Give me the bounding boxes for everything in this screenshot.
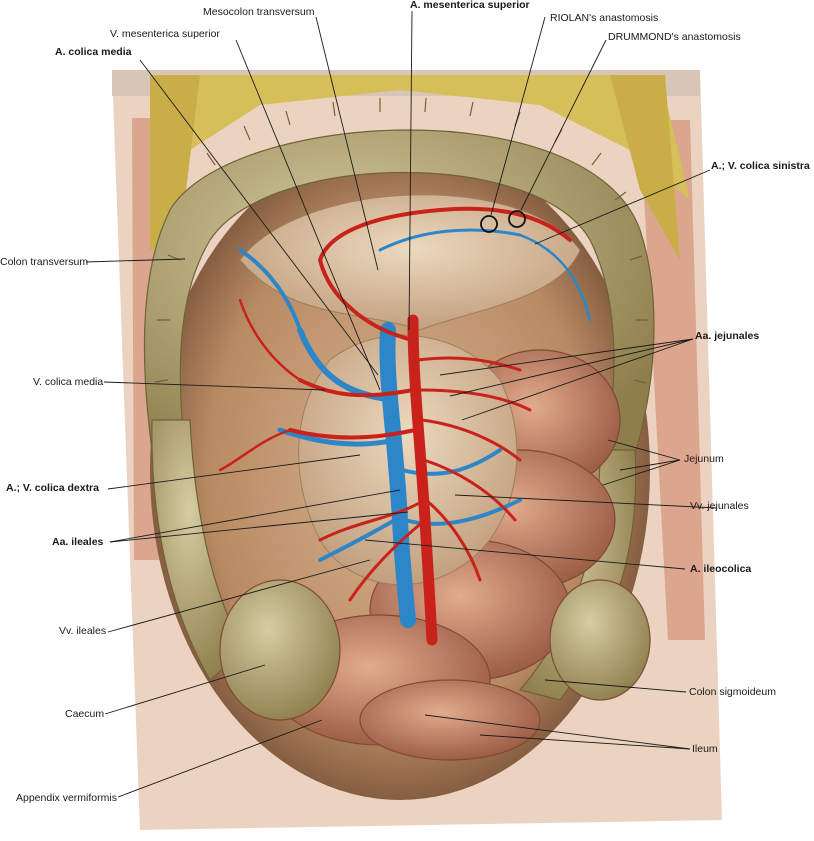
label-a-v-colica-dextra: A.; V. colica dextra — [6, 482, 99, 494]
label-ileum: Ileum — [692, 743, 718, 755]
label-colon-transversum: Colon transversum — [0, 256, 89, 268]
label-appendix-vermiformis: Appendix vermiformis — [16, 792, 117, 804]
label-a-mesenterica-superior: A. mesenterica superior — [410, 0, 530, 11]
label-a-v-colica-sinistra: A.; V. colica sinistra — [711, 160, 810, 172]
arteries — [218, 206, 572, 646]
omental-fat — [150, 75, 690, 260]
label-a-colica-media: A. colica media — [55, 46, 132, 58]
leader-lines — [85, 10, 718, 798]
label-jejunum: Jejunum — [684, 453, 724, 465]
label-vv-ileales: Vv. ileales — [59, 625, 107, 637]
label-mesocolon-transversum: Mesocolon transversum — [203, 6, 315, 18]
drummond-anastomosis-marker — [508, 210, 526, 228]
label-caecum: Caecum — [65, 708, 105, 720]
label-aa-ileales: Aa. ileales — [52, 536, 104, 548]
riolan-anastomosis-marker — [480, 215, 498, 233]
label-a-ileocolica: A. ileocolica — [690, 563, 752, 575]
label-riolans-anastomosis: RIOLAN's anastomosis — [550, 12, 659, 24]
label-drummonds-anastomosis: DRUMMOND's anastomosis — [608, 31, 741, 43]
label-v-colica-media: V. colica media — [33, 376, 104, 388]
label-colon-sigmoideum: Colon sigmoideum — [689, 686, 776, 698]
label-vv-jejunales: Vv. jejunales — [690, 500, 749, 512]
label-aa-jejunales: Aa. jejunales — [695, 330, 760, 342]
label-v-mesenterica-superior: V. mesenterica superior — [110, 28, 220, 40]
